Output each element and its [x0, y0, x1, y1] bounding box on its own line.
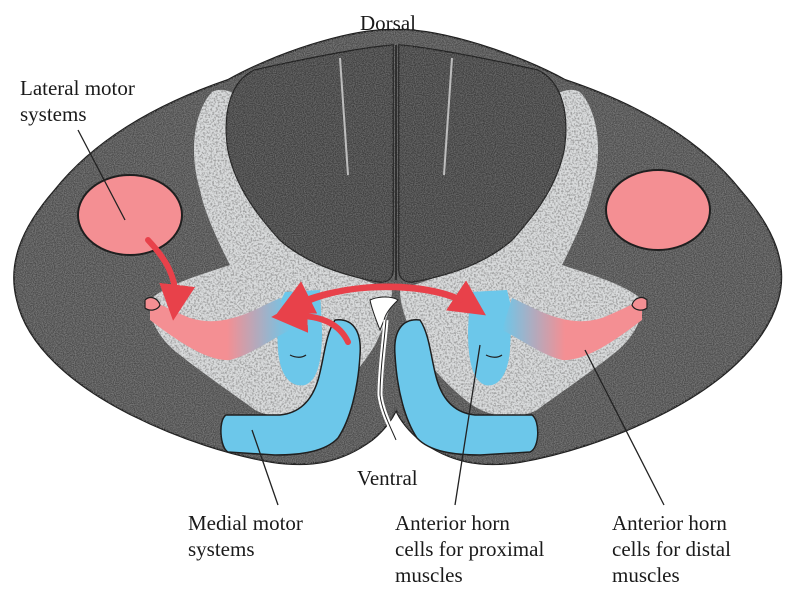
label-line: Anterior horn: [395, 511, 510, 535]
label-line: Lateral motor: [20, 76, 135, 100]
medial-motor-systems-label: Medial motor systems: [188, 510, 303, 562]
medial-left-arrow: [271, 296, 351, 345]
lateral-descending-arrow: [145, 237, 196, 321]
anterior-horn-distal-label: Anterior horn cells for distal muscles: [612, 510, 731, 588]
label-line: cells for distal: [612, 537, 731, 561]
label-line: muscles: [612, 563, 680, 587]
label-line: muscles: [395, 563, 463, 587]
leader-medial: [251, 429, 279, 506]
ventral-text: Ventral: [357, 466, 418, 490]
leader-lateral: [77, 129, 126, 221]
dorsal-text: Dorsal: [360, 11, 416, 35]
motor-pathway-arrows: [145, 237, 486, 345]
central-canal: [369, 296, 399, 441]
label-line: Medial motor: [188, 511, 303, 535]
leader-proximal: [454, 344, 481, 506]
label-line: Anterior horn: [612, 511, 727, 535]
lateral-motor-systems-label: Lateral motor systems: [20, 75, 135, 127]
medial-motor-region: [220, 319, 539, 456]
leader-lines: [77, 129, 665, 506]
label-line: cells for proximal: [395, 537, 545, 561]
dorsal-columns: [225, 44, 567, 283]
label-line: systems: [188, 537, 255, 561]
anterior-horn-proximal-label: Anterior horn cells for proximal muscles: [395, 510, 544, 588]
dorsal-label: Dorsal: [360, 10, 416, 36]
leader-distal: [584, 349, 665, 506]
ventral-label: Ventral: [357, 465, 418, 491]
lateral-motor-region: [77, 169, 711, 256]
label-line: systems: [20, 102, 87, 126]
